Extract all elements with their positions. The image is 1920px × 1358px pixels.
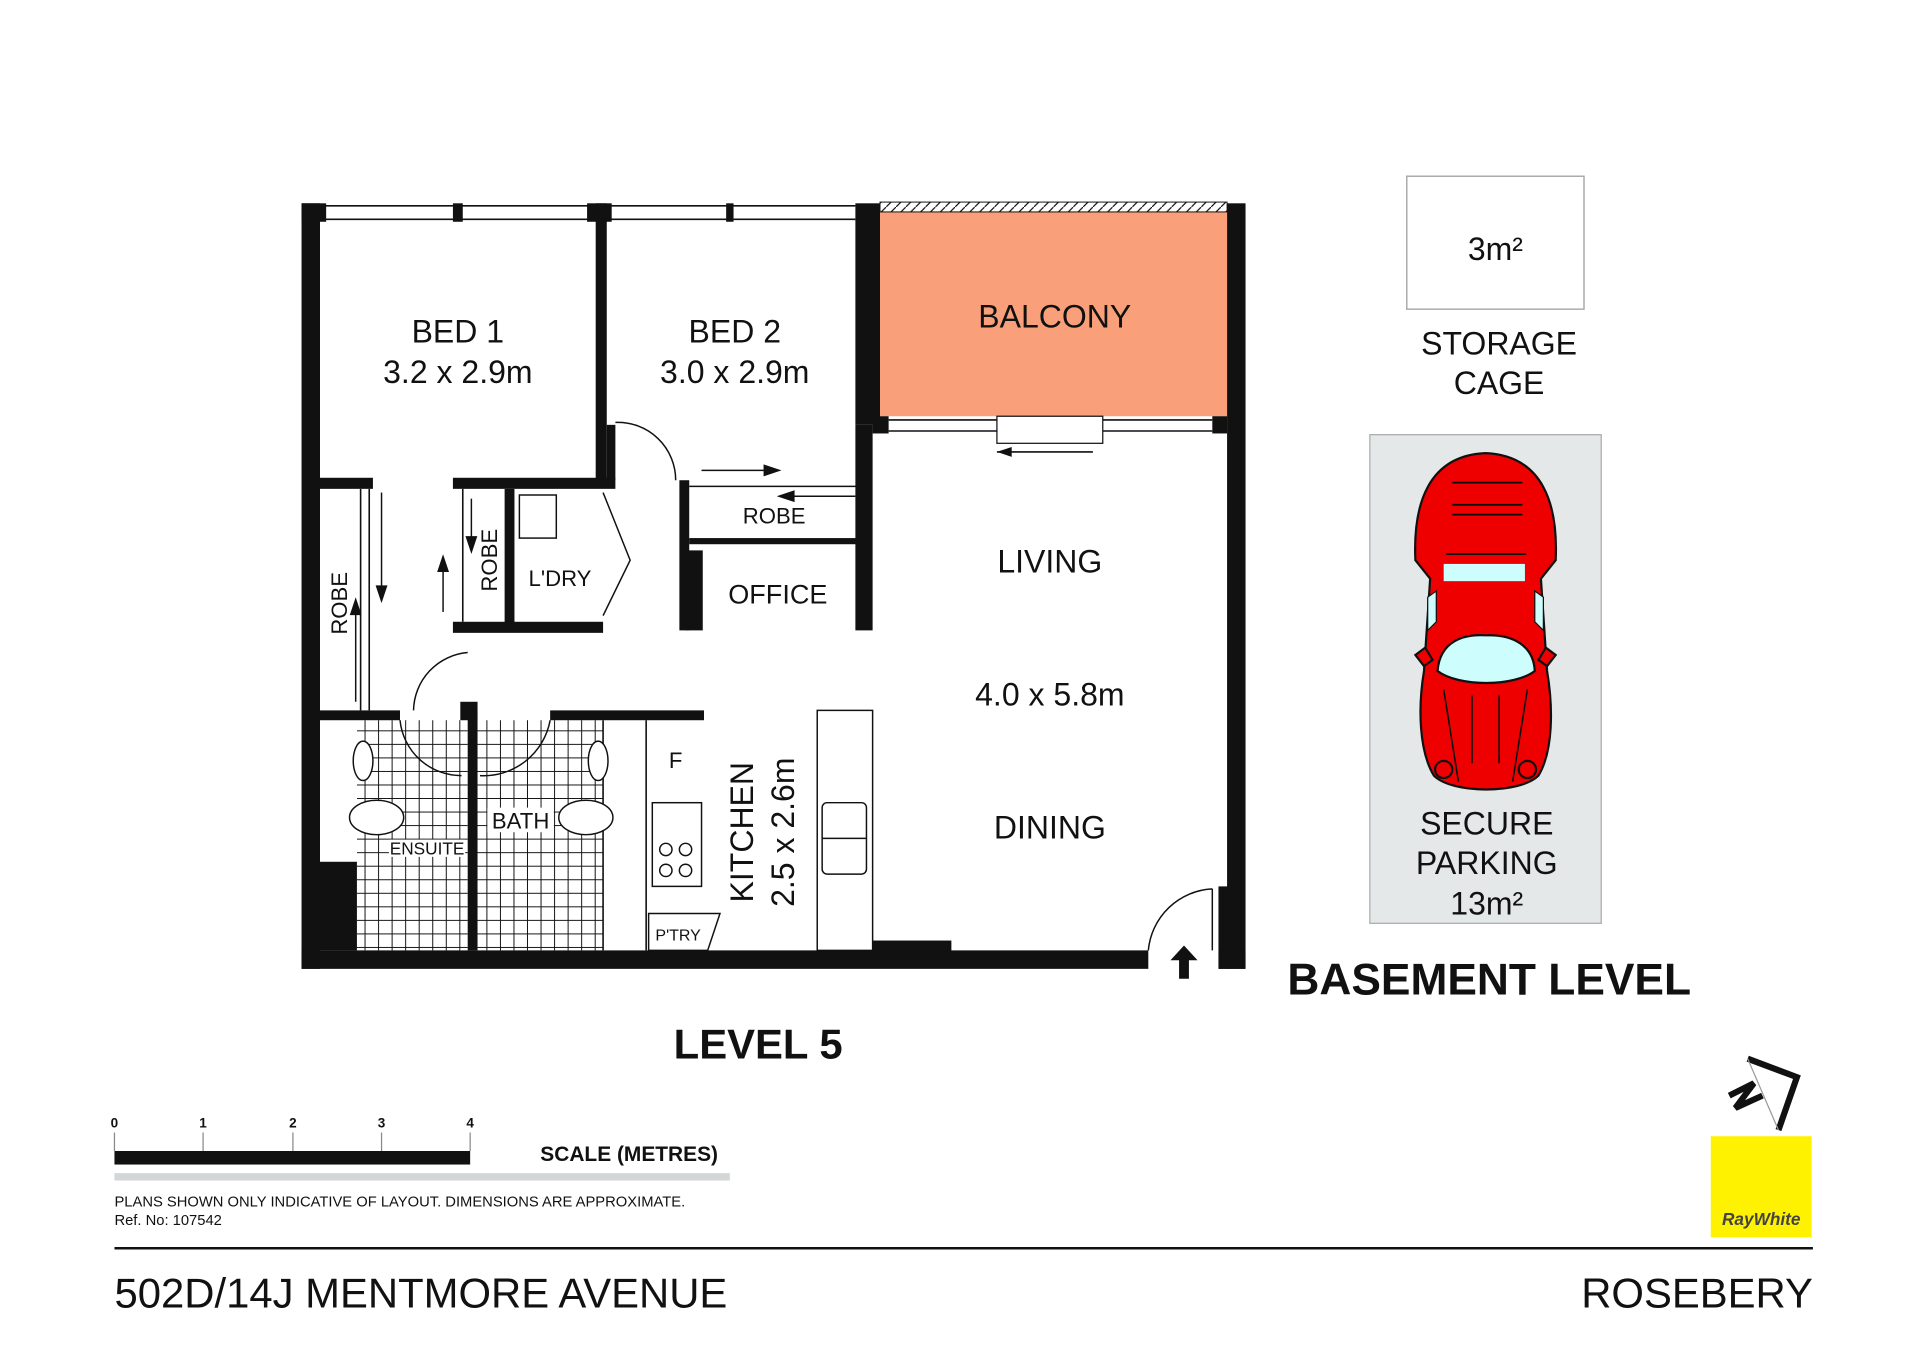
basement-title: BASEMENT LEVEL (1287, 956, 1691, 1005)
pantry-label: P'TRY (655, 928, 701, 945)
scale-tick-4: 4 (466, 1116, 474, 1131)
north-arrow-icon (1727, 1055, 1801, 1132)
scale-tick-1: 1 (199, 1116, 207, 1131)
pantry (647, 912, 722, 952)
balcony-label: BALCONY (978, 299, 1131, 335)
scale-bar: 0 1 2 3 4 SCALE (METRES) (111, 1116, 730, 1181)
storage-cage-box (1406, 175, 1585, 310)
bath-basin (587, 740, 609, 782)
scale-tick-0: 0 (111, 1116, 119, 1131)
bath-label: BATH (492, 809, 549, 834)
walls (301, 203, 1246, 969)
fridge-label: F (669, 748, 683, 773)
basement-level: 3m² STORAGE CAGE SECURE PARKING 13m² BAS… (1287, 175, 1691, 1005)
ensuite-basin (352, 740, 374, 782)
parking-area: 13m² (1450, 886, 1523, 922)
bath-toilet (558, 799, 614, 836)
kitchen-label: KITCHEN (724, 762, 760, 902)
car-icon (1413, 452, 1558, 791)
scale-tick-3: 3 (378, 1116, 386, 1131)
ensuite-toilet (348, 799, 405, 836)
entry-arrow-icon (1170, 945, 1198, 979)
cooktop (651, 801, 703, 888)
living-label: LIVING (997, 544, 1102, 580)
living-size: 4.0 x 5.8m (975, 676, 1124, 712)
robe-bed1-label: ROBE (327, 572, 352, 635)
bed1-label: BED 1 (412, 313, 504, 349)
scale-tick-2: 2 (289, 1116, 297, 1131)
address: 502D/14J MENTMORE AVENUE (114, 1269, 727, 1316)
laundry-label: L'DRY (529, 566, 592, 591)
kitchen-size: 2.5 x 2.6m (765, 758, 801, 907)
sliding-door-arrows (349, 464, 856, 702)
storage-area: 3m² (1468, 231, 1523, 267)
bed2-label: BED 2 (689, 313, 781, 349)
bed1-size: 3.2 x 2.9m (383, 354, 532, 390)
brand-name: RayWhite (1722, 1209, 1801, 1229)
storage-label-line2: CAGE (1454, 365, 1545, 401)
level-5-plan: BED 1 3.2 x 2.9m BED 2 3.0 x 2.9m BALCON… (301, 201, 1246, 1068)
suburb: ROSEBERY (1581, 1269, 1813, 1316)
parking-label-line2: PARKING (1416, 845, 1558, 881)
storage-label-line1: STORAGE (1421, 326, 1577, 362)
dining-label: DINING (994, 809, 1106, 845)
bed2-size: 3.0 x 2.9m (660, 354, 809, 390)
balcony-area (880, 211, 1228, 417)
robe-ldry-label: ROBE (477, 529, 502, 592)
robe-bed2-label: ROBE (743, 503, 806, 528)
level-title: LEVEL 5 (674, 1021, 843, 1068)
laundry-tub (518, 494, 558, 539)
ref-number: Ref. No: 107542 (114, 1213, 221, 1229)
office-label: OFFICE (728, 578, 827, 609)
parking-label-line1: SECURE (1420, 806, 1553, 842)
raywhite-logo: RayWhite (1710, 1136, 1812, 1238)
ensuite-label: ENSUITE (390, 838, 465, 858)
fixtures (348, 494, 874, 952)
disclaimer: PLANS SHOWN ONLY INDICATIVE OF LAYOUT. D… (114, 1194, 685, 1210)
bath-tiles (477, 720, 604, 951)
door-swings (399, 421, 1214, 951)
scale-label: SCALE (METRES) (540, 1143, 718, 1166)
balcony-balustrade (879, 201, 1228, 213)
windows (320, 203, 1213, 457)
